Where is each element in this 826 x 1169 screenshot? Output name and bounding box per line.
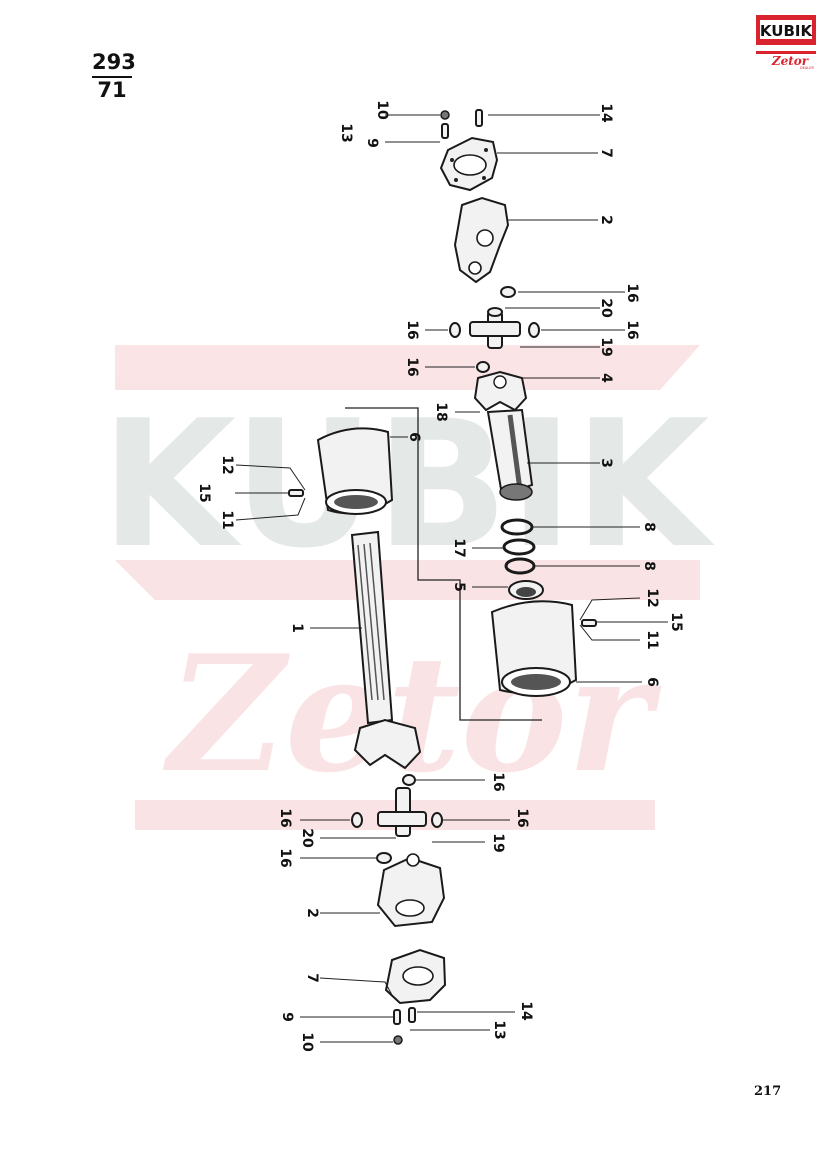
- upper-yoke-2: [453, 196, 510, 284]
- callout-11-right: 11: [644, 630, 660, 649]
- callout-15-left: 15: [196, 483, 212, 502]
- upper-bearing-cups-16: [449, 286, 540, 373]
- callout-7-lower: 7: [304, 973, 320, 983]
- inner-tube-3: [486, 408, 534, 501]
- svg-text:Zetor: Zetor: [771, 54, 810, 68]
- callout-19-lower: 19: [490, 833, 506, 852]
- upper-guard-6: [316, 427, 394, 515]
- assembly-bracket: [345, 407, 542, 721]
- callout-16-c: 16: [624, 320, 640, 339]
- callout-13-upper: 13: [338, 123, 354, 142]
- callout-16-e: 16: [490, 772, 506, 791]
- callout-9-lower: 9: [279, 1012, 295, 1022]
- lower-pin-14: [408, 1007, 416, 1023]
- guard-screw-right-15: [581, 619, 597, 627]
- callout-14-lower: 14: [518, 1001, 534, 1021]
- guard-screw-left-15: [288, 489, 304, 497]
- callout-11-left: 11: [219, 510, 235, 529]
- lower-yoke-2: [376, 853, 446, 928]
- callout-2-lower: 2: [304, 908, 320, 918]
- callout-3: 3: [598, 458, 614, 468]
- section-code: 293 71: [92, 50, 136, 103]
- callout-16-h: 16: [277, 848, 293, 867]
- callout-2-upper: 2: [598, 215, 614, 225]
- upper-pin-14: [475, 109, 483, 127]
- upper-cross-20: [469, 307, 521, 349]
- callout-6-upper: 6: [406, 432, 422, 442]
- lower-cross-20: [377, 787, 427, 837]
- callout-12-right: 12: [644, 588, 660, 607]
- callout-18: 18: [433, 402, 449, 421]
- callout-7-upper: 7: [598, 148, 614, 158]
- callout-9-upper: 9: [364, 138, 380, 148]
- callout-16-d: 16: [404, 357, 420, 376]
- callout-10-upper: 10: [374, 100, 390, 120]
- upper-yoke-4: [473, 370, 528, 412]
- callout-8-lower: 8: [641, 561, 657, 571]
- upper-bolt-10-13-9: [440, 110, 450, 139]
- callout-13-lower: 13: [491, 1020, 507, 1039]
- callout-15-right: 15: [668, 612, 684, 631]
- callout-16-a: 16: [624, 283, 640, 302]
- lower-flange-7: [384, 948, 447, 1005]
- svg-text:KUBIK: KUBIK: [101, 384, 715, 587]
- callout-10-lower: 10: [299, 1032, 315, 1052]
- callout-17: 17: [451, 538, 467, 557]
- callout-20-upper: 20: [598, 298, 614, 318]
- page-number: 217: [754, 1084, 782, 1099]
- lower-guard-6: [490, 600, 578, 697]
- callout-16-f: 16: [277, 808, 293, 827]
- callout-16-b: 16: [404, 320, 420, 339]
- callout-5: 5: [451, 582, 467, 592]
- callouts: 10 13 9 14 7 2 16 20 16 16 19 16 4 18 6 …: [196, 100, 684, 1052]
- callout-8-upper: 8: [641, 522, 657, 532]
- callout-1: 1: [289, 623, 305, 633]
- splined-shaft-1: [350, 530, 394, 725]
- kubik-zetor-logo: KUBIK Zetor DEALER: [756, 15, 816, 70]
- callout-16-g: 16: [514, 808, 530, 827]
- callout-4: 4: [598, 373, 614, 383]
- svg-text:DEALER: DEALER: [800, 66, 814, 70]
- lower-bolt-9-10: [393, 1009, 403, 1045]
- callout-6-lower: 6: [644, 677, 660, 687]
- svg-text:KUBIK: KUBIK: [760, 22, 814, 40]
- callout-20-lower: 20: [299, 828, 315, 848]
- section-code-bottom: 71: [97, 78, 127, 102]
- upper-flange-7: [439, 136, 499, 192]
- section-code-top: 293: [92, 50, 136, 78]
- leader-lines: [235, 114, 668, 1043]
- lower-yoke-4: [353, 718, 422, 770]
- callout-14-upper: 14: [598, 103, 614, 123]
- callout-12-left: 12: [219, 455, 235, 474]
- callout-19-upper: 19: [598, 337, 614, 356]
